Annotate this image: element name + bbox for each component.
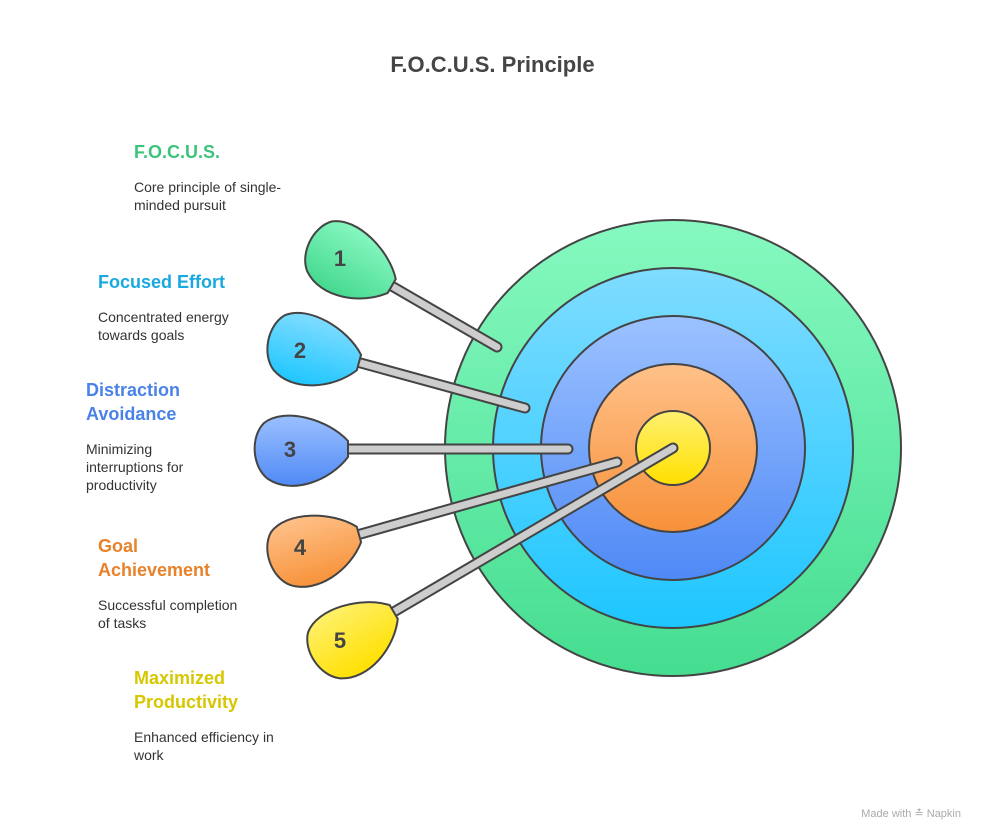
dart-head xyxy=(266,514,363,588)
dart-head xyxy=(306,601,399,680)
dart-1: 1 xyxy=(304,220,503,353)
diagram-title: F.O.C.U.S. Principle xyxy=(390,52,595,77)
dart-2: 2 xyxy=(266,311,531,414)
item-goal-achievement: Goal Achievement Successful completion o… xyxy=(98,534,238,632)
item-heading: F.O.C.U.S. xyxy=(134,142,221,162)
dart-head xyxy=(253,414,349,487)
dart-number: 5 xyxy=(334,628,346,653)
item-focus: F.O.C.U.S. Core principle of single-mind… xyxy=(134,140,294,214)
item-maximized-productivity: Maximized Productivity Enhanced efficien… xyxy=(134,666,274,764)
item-heading: Maximized Productivity xyxy=(134,668,239,712)
item-description: Concentrated energy towards goals xyxy=(98,309,229,343)
dart-number: 3 xyxy=(284,437,296,462)
made-with-label: Made with xyxy=(861,808,912,820)
item-focused-effort: Focused Effort Concentrated energy towar… xyxy=(98,270,258,344)
item-description: Successful completion of tasks xyxy=(98,597,238,631)
napkin-watermark: Made with ≛ Napkin xyxy=(861,807,961,820)
napkin-logo-icon: ≛ xyxy=(914,808,924,820)
item-heading: Goal Achievement xyxy=(98,536,211,580)
item-description: Enhanced efficiency in work xyxy=(134,729,274,763)
dart-head xyxy=(266,311,363,387)
item-heading: Distraction Avoidance xyxy=(86,380,181,424)
item-distraction-avoidance: Distraction Avoidance Minimizing interru… xyxy=(86,378,216,494)
dart-5: 5 xyxy=(306,442,679,680)
dart-number: 1 xyxy=(334,246,346,271)
dart-shaft xyxy=(353,458,621,539)
dart-shaft xyxy=(353,358,529,412)
dart-shaft xyxy=(388,444,677,617)
dart-number: 2 xyxy=(294,338,306,363)
dart-3: 3 xyxy=(253,414,574,487)
item-description: Minimizing interruptions for productivit… xyxy=(86,441,184,493)
dart-4: 4 xyxy=(266,456,623,588)
dart-head xyxy=(304,220,397,300)
dart-number: 4 xyxy=(294,535,307,560)
item-description: Core principle of single-minded pursuit xyxy=(134,179,282,213)
napkin-brand: Napkin xyxy=(926,808,961,820)
dart-shaft xyxy=(386,281,501,351)
item-heading: Focused Effort xyxy=(98,272,226,292)
